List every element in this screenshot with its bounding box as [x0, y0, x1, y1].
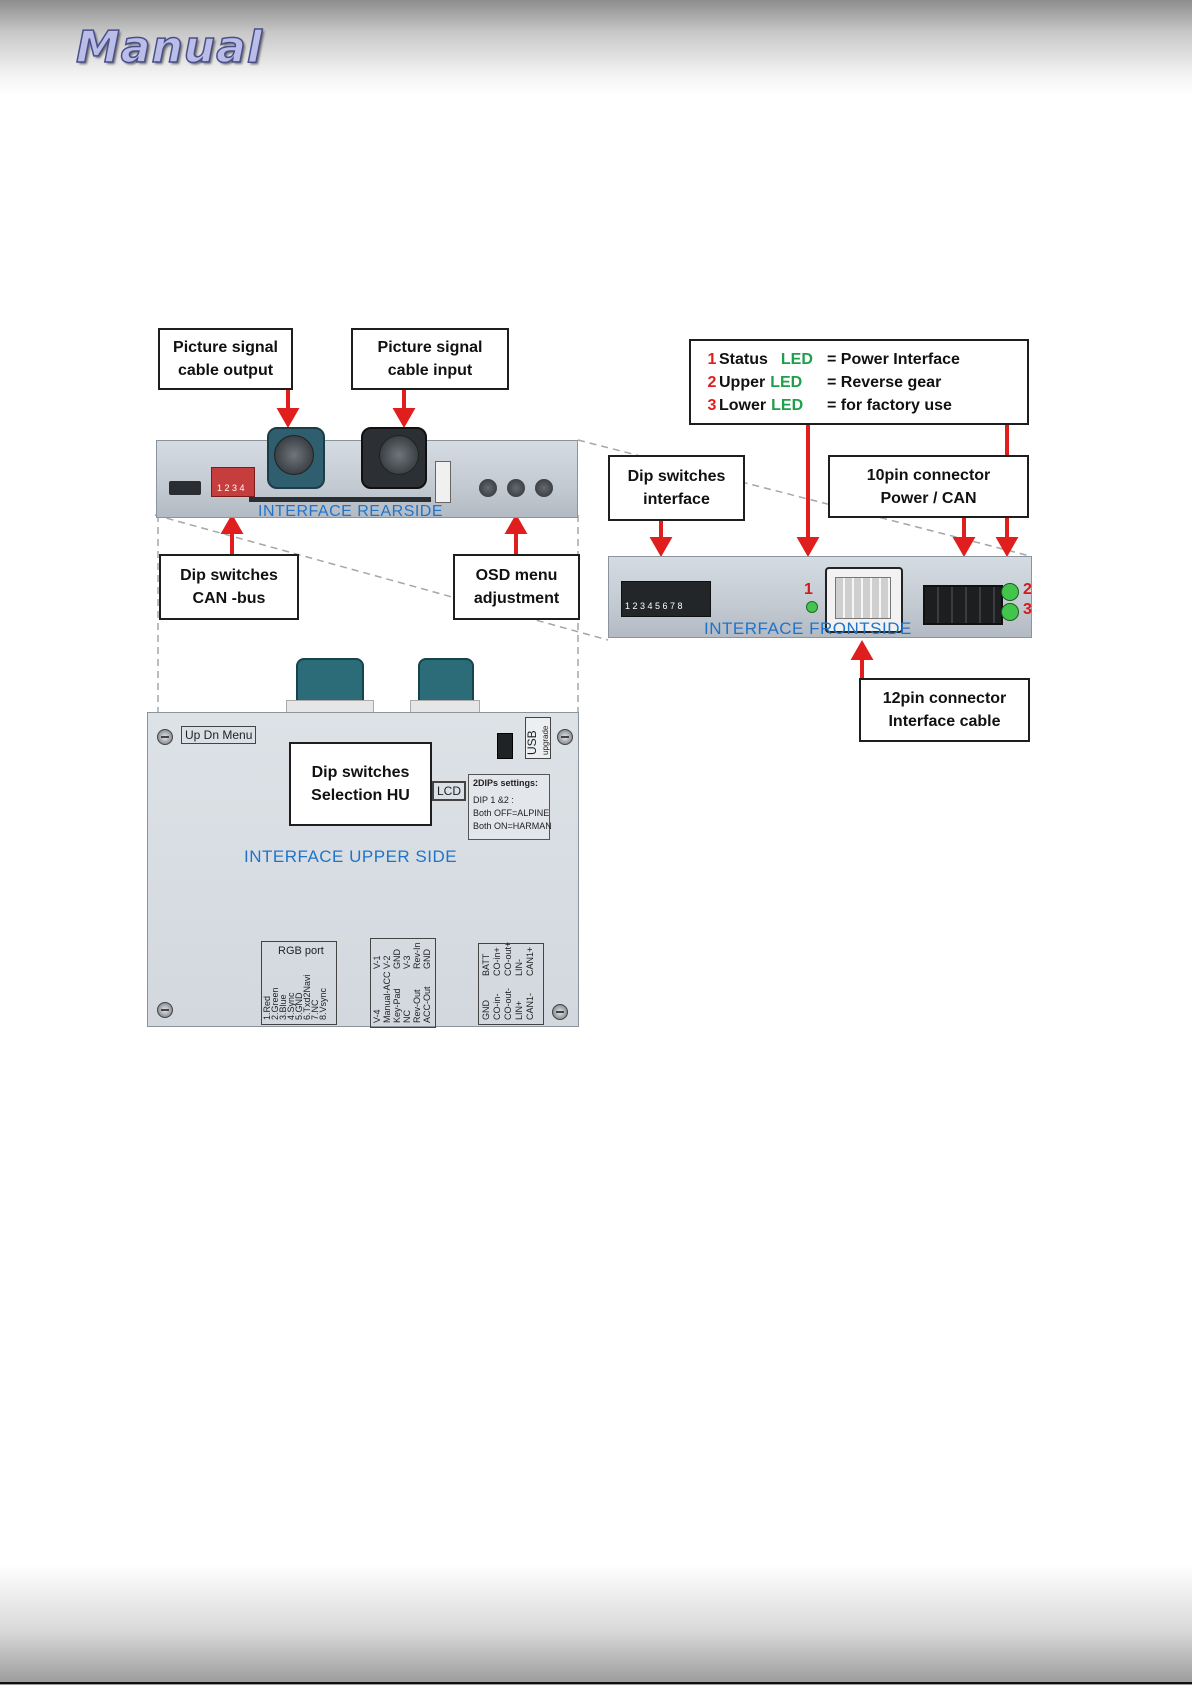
led-legend-name-2: Upper [719, 373, 766, 391]
callout-dip-hu-l2: Selection HU [311, 787, 410, 804]
hu-dip-switch [497, 733, 513, 759]
led-legend-num-2: 2 [707, 373, 717, 391]
callout-dip-can-l2: CAN -bus [192, 590, 266, 607]
upperside-label: INTERFACE UPPER SIDE [244, 847, 458, 866]
usb-upgrade-box [525, 717, 551, 759]
12pin-connector-inner [835, 577, 891, 619]
mid-port-pins-b: V-1 V-2 GND V-3 Rev-In GND [372, 942, 432, 969]
osd-button-1[interactable] [479, 479, 497, 497]
screw-bottom-left [157, 1002, 173, 1018]
lower-led [1001, 603, 1019, 621]
led-number-3: 3 [1023, 601, 1032, 618]
led-number-1: 1 [804, 581, 813, 598]
mid-port-pins-a: V-4 Manual-ACC Key-Pad NC Rev-Out ACC-Ou… [372, 971, 432, 1023]
panel-buttons-label: Up Dn Menu [181, 726, 257, 744]
header-band: Manual [0, 0, 1192, 95]
callout-picture-input-l2: cable input [387, 362, 473, 379]
led-legend-name-1: Status [719, 350, 768, 368]
callout-picture-output-l1: Picture signal [173, 339, 278, 356]
led-legend-led-2: LED [770, 373, 803, 391]
manual-title: Manual [75, 21, 263, 74]
rear-sticker [435, 461, 451, 503]
lcd-label: LCD [432, 781, 467, 801]
rgb-port-title: RGB port [278, 945, 324, 957]
dip-settings-line1: DIP 1 &2 : [473, 795, 514, 805]
footer-rule [0, 1682, 1192, 1684]
led-legend-row-1: 1 Status LED = Power Interface [705, 348, 960, 371]
led-legend-led-3: LED [771, 396, 804, 414]
callout-dip-can: Dip switches CAN -bus [159, 554, 299, 620]
usb-label: USB [525, 730, 539, 755]
dip-settings-line3: Both ON=HARMAN [473, 821, 552, 831]
screw-bottom-right [552, 1004, 568, 1020]
led-legend-name-3: Lower [719, 396, 767, 414]
rearside-label: INTERFACE REARSIDE [258, 503, 444, 520]
rear-label-strip [249, 497, 431, 502]
led-legend-num-1: 1 [707, 350, 717, 368]
led-legend-led-1: LED [780, 350, 813, 368]
callout-dip-hu-l1: Dip switches [311, 764, 410, 781]
dip-settings-line2: Both OFF=ALPINE [473, 808, 550, 818]
led-legend-row-3: 3 Lower LED = for factory use [705, 394, 952, 417]
callout-12pin-l1: 12pin connector [882, 690, 1007, 707]
screw-top-left [157, 729, 173, 745]
footer-band [0, 1565, 1192, 1685]
led-legend: 1 Status LED = Power Interface 2 Upper L… [689, 339, 1029, 425]
rear-dip-numbers: 1 2 3 4 [217, 483, 245, 493]
callout-picture-output: Picture signal cable output [158, 328, 293, 390]
callout-picture-input: Picture signal cable input [351, 328, 509, 390]
dip-settings-title: 2DIPs settings: [473, 778, 539, 788]
right-port-pins-b: BATT CO-in+ CO-out+ LIN- CAN1+ [481, 941, 535, 976]
callout-osd-menu: OSD menu adjustment [453, 554, 580, 620]
upper-led [1001, 583, 1019, 601]
callout-dip-interface-l2: interface [643, 491, 710, 508]
picture-input-port [379, 435, 419, 475]
screw-top-right [557, 729, 573, 745]
led-legend-num-3: 3 [707, 396, 717, 414]
callout-dip-can-l1: Dip switches [180, 567, 278, 584]
callout-12pin: 12pin connector Interface cable [859, 678, 1030, 742]
callout-osd-menu-l1: OSD menu [475, 567, 558, 584]
callout-dip-hu: Dip switches Selection HU [289, 742, 432, 826]
device-rearside: 1 2 3 4 INTERFACE REARSIDE [156, 427, 578, 520]
led-legend-row-2: 2 Upper LED = Reverse gear [705, 371, 942, 394]
dip-settings-box: 2DIPs settings: DIP 1 &2 : Both OFF=ALPI… [468, 774, 552, 840]
rear-dip-switch [211, 467, 255, 497]
picture-output-port [274, 435, 314, 475]
front-dip-switch [621, 581, 711, 617]
callout-12pin-l2: Interface cable [888, 713, 1001, 730]
right-port-pins-a: GND CO-in- CO-out- LIN+ CAN1- [481, 987, 535, 1020]
frontside-label: INTERFACE FRONTSIDE [704, 619, 912, 638]
status-led [806, 601, 818, 613]
osd-button-2[interactable] [507, 479, 525, 497]
mini-usb-port [169, 481, 201, 495]
callout-osd-menu-l2: adjustment [473, 590, 560, 607]
callout-dip-interface-l1: Dip switches [627, 468, 726, 485]
callout-picture-input-l1: Picture signal [377, 339, 483, 356]
10pin-connector [923, 585, 1003, 625]
callout-10pin-l1: 10pin connector [866, 466, 991, 484]
front-dip-numbers: 1 2 3 4 5 6 7 8 [625, 601, 683, 611]
device-frontside: 1 2 3 4 5 6 7 8 1 INTERFACE FRONTSIDE 2 … [608, 556, 1032, 638]
osd-button-3[interactable] [535, 479, 553, 497]
led-legend-desc-2: = Reverse gear [827, 373, 942, 391]
usb-upgrade-label: upgrade [541, 725, 550, 755]
callout-picture-output-l2: cable output [177, 362, 274, 379]
right-port-box: GND CO-in- CO-out- LIN+ CAN1- BATT CO-in… [478, 941, 544, 1025]
callout-10pin: 10pin connector Power / CAN [828, 455, 1029, 518]
rgb-port-pins: 1.Red 2.Green 3.Blue 4.Sync 5.GND 6.Txd2… [262, 974, 328, 1020]
callout-10pin-l2: Power / CAN [880, 489, 977, 507]
led-legend-desc-1: = Power Interface [827, 350, 960, 368]
led-number-2: 2 [1023, 581, 1032, 598]
rgb-port-box: RGB port 1.Red 2.Green 3.Blue 4.Sync 5.G… [261, 941, 337, 1025]
led-legend-desc-3: = for factory use [827, 396, 952, 414]
callout-dip-interface: Dip switches interface [608, 455, 745, 521]
mid-port-box: V-4 Manual-ACC Key-Pad NC Rev-Out ACC-Ou… [370, 938, 436, 1028]
